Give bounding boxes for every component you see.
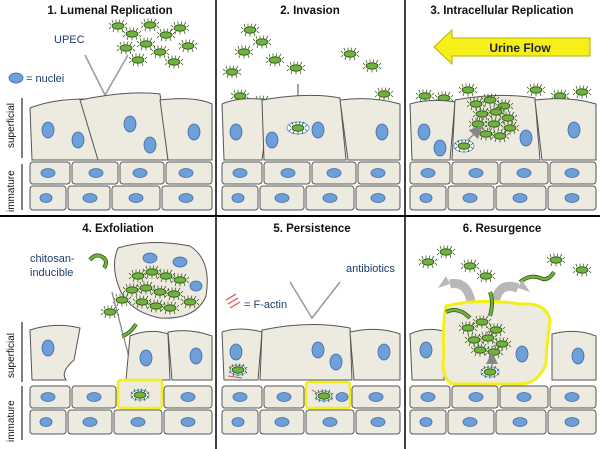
immature-label-bottom: immature bbox=[6, 400, 17, 442]
antibiotics-arrows bbox=[289, 281, 341, 320]
panel-5-title: 5. Persistence bbox=[273, 223, 350, 235]
nuclei-label: = nuclei bbox=[26, 73, 64, 85]
nucleus-legend-icon bbox=[8, 72, 24, 84]
panel-6: 6. Resurgence bbox=[409, 223, 597, 435]
panel-4-title: 4. Exfoliation bbox=[82, 223, 154, 235]
panel-6-title: 6. Resurgence bbox=[463, 223, 542, 235]
superficial-label-bottom: superficial bbox=[6, 333, 17, 378]
superficial-label-top: superficial bbox=[6, 103, 17, 148]
panel-5: 5. Persistence = F-actin antibiotics bbox=[221, 223, 401, 435]
immature-label-top: immature bbox=[6, 170, 17, 212]
chitosan-label-1: chitosan- bbox=[30, 253, 75, 265]
panel-3: 3. Intracellular Replication Urine Flow bbox=[409, 5, 597, 211]
antibiotics-label: antibiotics bbox=[346, 263, 395, 275]
f-actin-legend-icon bbox=[225, 293, 241, 309]
urine-flow-label: Urine Flow bbox=[489, 41, 551, 55]
f-actin-label: = F-actin bbox=[244, 299, 287, 311]
panel-2: 2. Invasion bbox=[221, 5, 401, 211]
panel-3-title: 3. Intracellular Replication bbox=[430, 5, 573, 17]
panel-1: 1. Lumenal Replication UPEC = nuclei bbox=[6, 5, 213, 212]
chitosan-label-2: inducible bbox=[30, 267, 73, 279]
panel-1-title: 1. Lumenal Replication bbox=[47, 5, 172, 17]
upec-pointer-arrows bbox=[84, 54, 129, 97]
urine-flow-arrow bbox=[433, 28, 591, 66]
upec-label: UPEC bbox=[54, 34, 85, 46]
panel-2-title: 2. Invasion bbox=[280, 5, 339, 17]
panel-4: 4. Exfoliation chitosan- inducible bbox=[6, 223, 213, 442]
